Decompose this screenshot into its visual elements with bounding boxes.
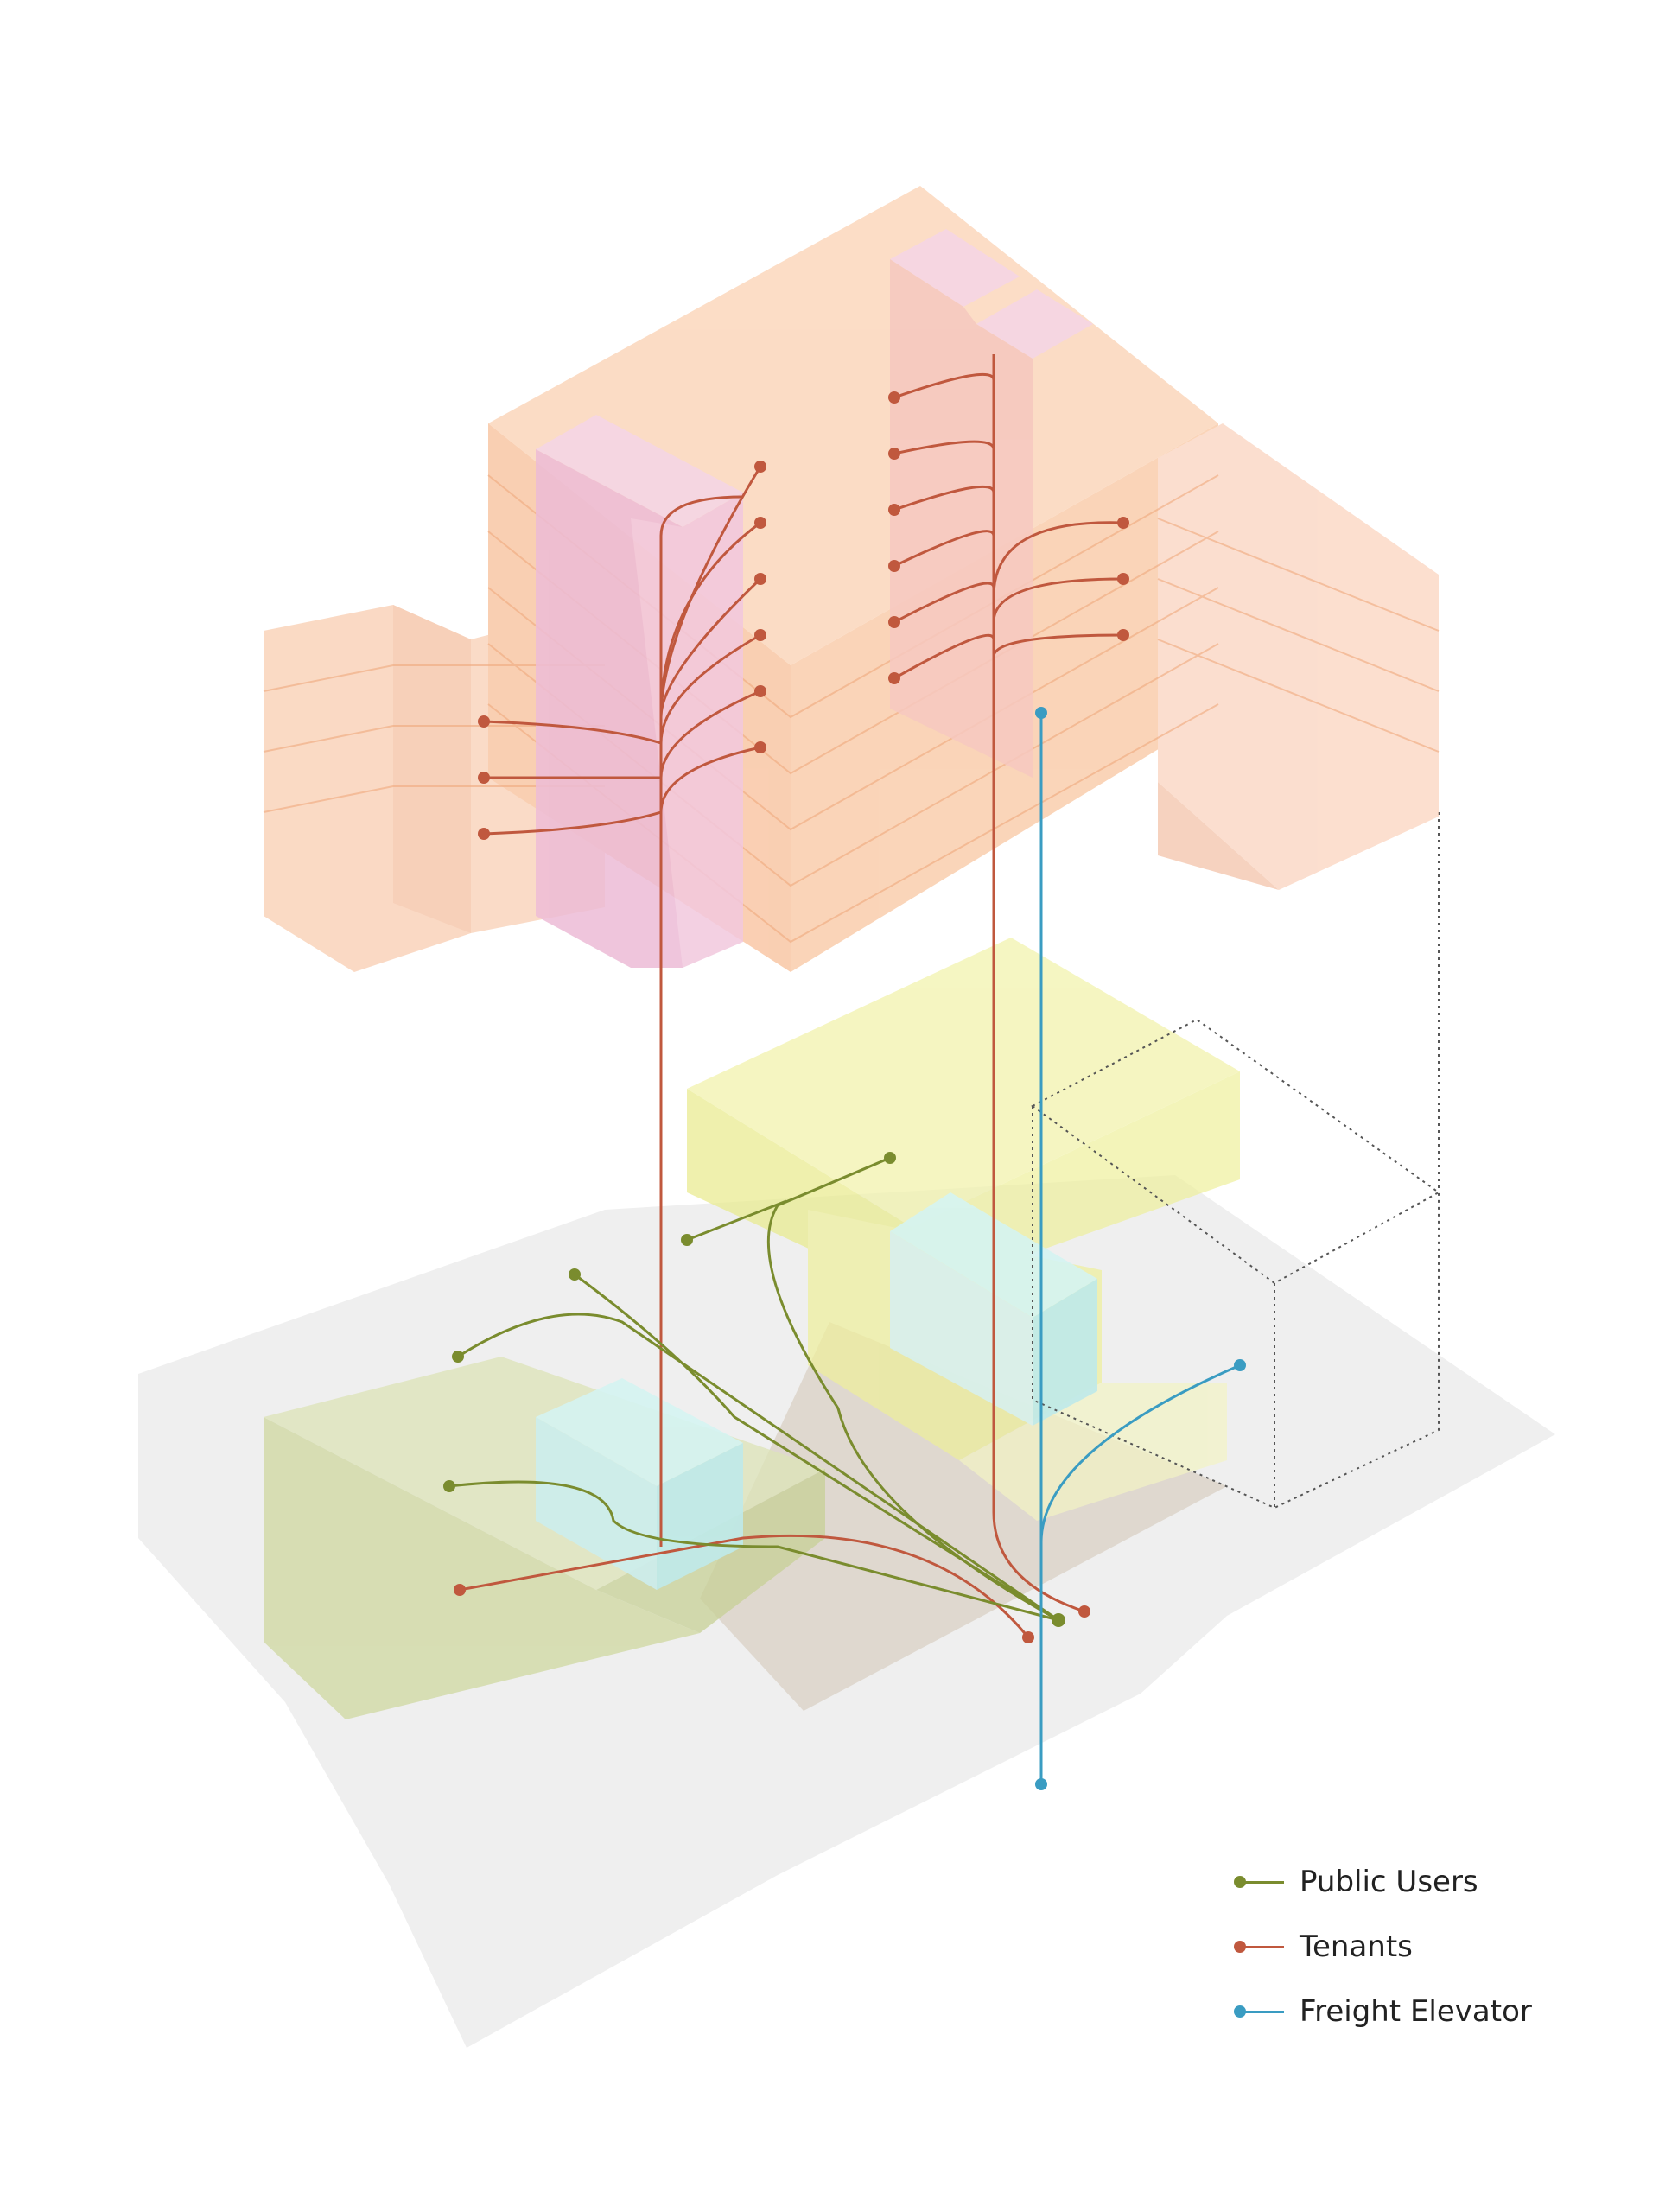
freight-elevator-circulation (1039, 713, 1241, 1784)
tenants-circulation (459, 354, 1124, 1638)
lower-cyan-core-left (536, 1378, 743, 1590)
dotted-outline-volume (1031, 812, 1440, 1510)
public-users-endpoints (443, 1152, 1065, 1627)
upper-pink-core-right (890, 229, 1093, 778)
legend-swatch-freight-elevator (1234, 2003, 1284, 2020)
freight-elevator-endpoints (1035, 707, 1246, 1790)
public-users-circulation (448, 1156, 1059, 1622)
legend-label: Public Users (1300, 1864, 1478, 1899)
legend: Public Users Tenants Freight Elevator (1234, 1849, 1597, 2044)
ground-tan-pad (700, 1322, 1227, 1711)
upper-peach-building (264, 186, 1439, 972)
legend-item-public-users: Public Users (1234, 1849, 1597, 1914)
legend-label: Freight Elevator (1300, 1993, 1532, 2029)
legend-swatch-tenants (1234, 1938, 1284, 1955)
upper-pink-core-left (536, 415, 743, 968)
tenants-endpoints (454, 391, 1129, 1643)
legend-label: Tenants (1300, 1929, 1413, 1964)
legend-item-freight-elevator: Freight Elevator (1234, 1979, 1597, 2044)
legend-item-tenants: Tenants (1234, 1914, 1597, 1979)
legend-swatch-public-users (1234, 1873, 1284, 1891)
